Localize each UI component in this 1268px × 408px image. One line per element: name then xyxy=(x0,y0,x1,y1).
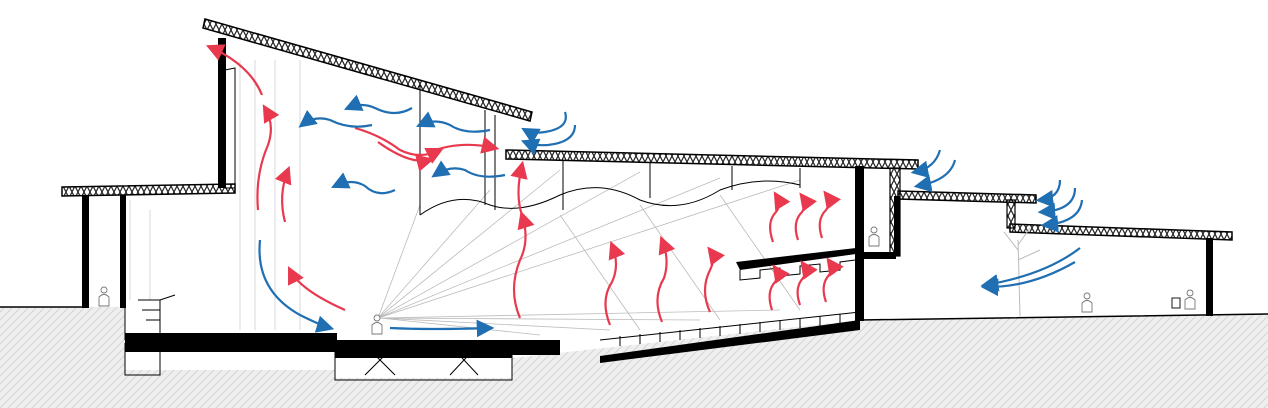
person-left-terrace xyxy=(98,286,110,307)
person-stage xyxy=(371,314,383,335)
entrance-canopy-roof xyxy=(1009,223,1233,241)
person-balcony xyxy=(868,226,880,247)
warm-air-rising xyxy=(205,44,844,326)
roofs xyxy=(61,18,1233,257)
left-canopy-roof xyxy=(61,183,236,197)
person-entrance xyxy=(1171,289,1196,310)
projection-lines xyxy=(129,60,801,336)
person-lobby xyxy=(1081,292,1093,313)
people xyxy=(98,226,1196,335)
cool-air-intake xyxy=(258,94,1084,338)
stage-tower-roof xyxy=(202,18,533,122)
entrance-column-truss xyxy=(1006,199,1016,229)
structure xyxy=(82,38,1213,363)
outlines xyxy=(124,85,861,381)
